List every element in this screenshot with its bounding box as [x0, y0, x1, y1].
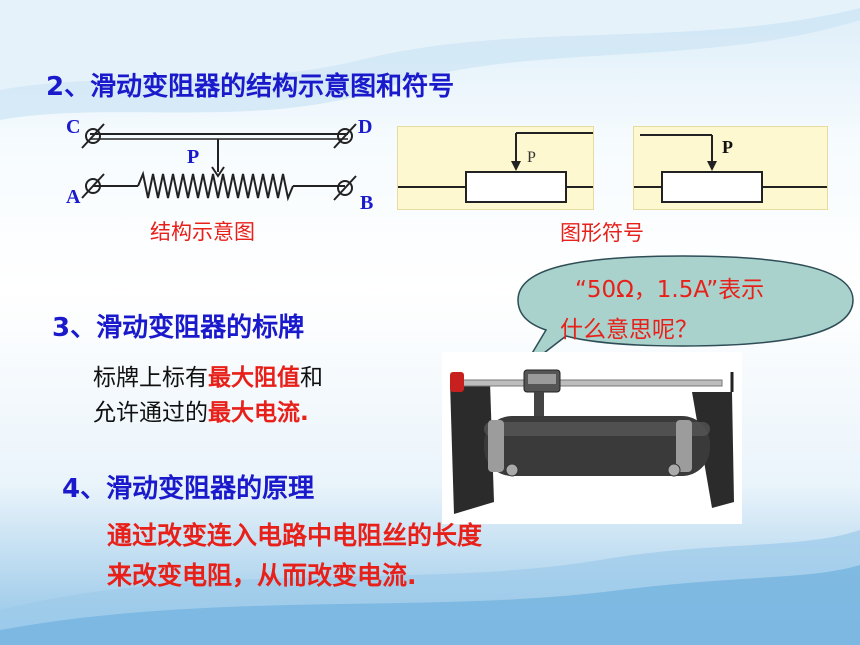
symbol-caption: 图形符号 — [560, 221, 644, 245]
rheostat-symbol-1 — [398, 132, 593, 203]
section3-title: 3、滑动变阻器的标牌 — [52, 313, 305, 343]
section4-line2: 来改变电阻，从而改变电流. — [107, 561, 417, 590]
resistance-coil — [137, 170, 294, 202]
terminal-a — [85, 178, 101, 194]
rheostat-structure-diagram — [81, 123, 357, 202]
label-b: B — [360, 192, 374, 214]
section4-title: 4、滑动变阻器的原理 — [62, 474, 315, 504]
section3-line1-text: 标牌上标有 — [93, 365, 208, 391]
speech-bubble — [517, 255, 854, 371]
terminal-b — [337, 180, 353, 196]
symbol1-label-p: P — [527, 149, 536, 166]
symbol-box-2: P — [633, 126, 828, 210]
rheostat-symbol-2 — [634, 134, 827, 203]
terminal-d — [337, 128, 353, 144]
label-c: C — [66, 116, 81, 138]
section4-line1: 通过改变连入电路中电阻丝的长度 — [107, 521, 483, 550]
section3-line1: 标牌上标有最大阻值和 — [93, 358, 323, 392]
symbol2-label-p: P — [722, 137, 733, 157]
rheostat-photo — [442, 352, 742, 524]
section3-highlight-max-current: 最大电流. — [208, 400, 309, 426]
section3-highlight-max-resistance: 最大阻值 — [208, 365, 300, 391]
background-wave-bottom — [0, 530, 860, 645]
label-a: A — [66, 186, 81, 208]
bubble-text-line1: “50Ω，1.5A”表示 — [575, 277, 765, 303]
terminal-c — [85, 128, 101, 144]
symbol-box-1: P — [397, 126, 594, 210]
section3-line2-text: 允许通过的 — [93, 400, 208, 426]
structure-caption: 结构示意图 — [150, 220, 255, 244]
section3-line2: 允许通过的最大电流. — [93, 393, 309, 427]
label-p: P — [187, 146, 200, 168]
background-wave-top — [0, 0, 860, 120]
bubble-text-line2: 什么意思呢？ — [560, 317, 698, 343]
label-d: D — [358, 116, 373, 138]
section2-title: 2、滑动变阻器的结构示意图和符号 — [46, 72, 455, 102]
section3-line1-end: 和 — [300, 365, 323, 391]
